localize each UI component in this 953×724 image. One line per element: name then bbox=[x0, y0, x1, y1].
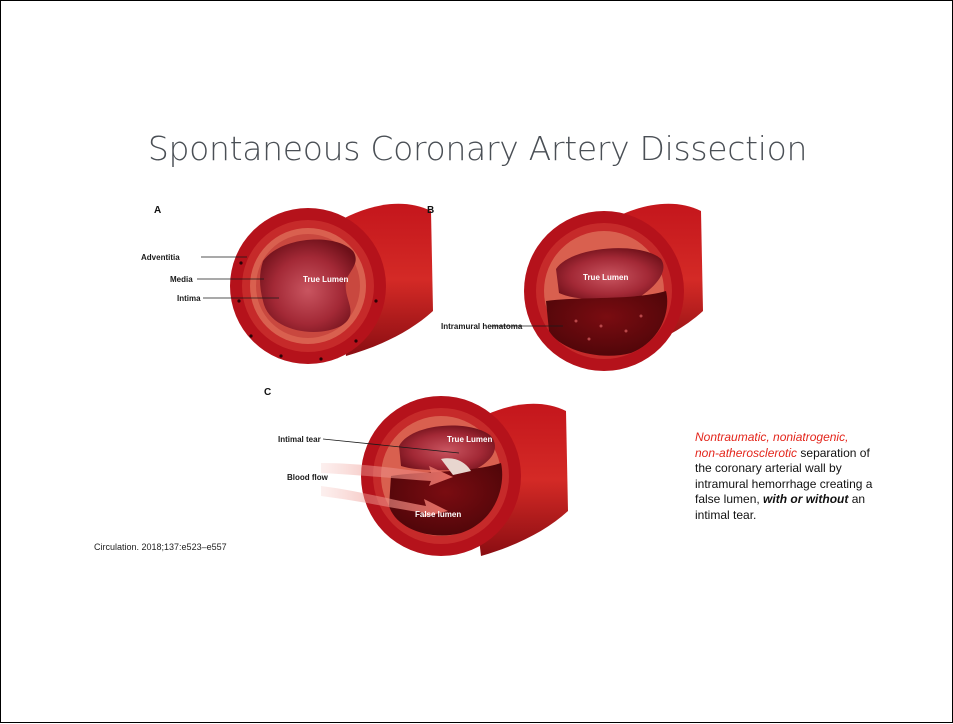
description-text: Nontraumatic, noniatrogenic, non-atheros… bbox=[695, 430, 873, 523]
label-intramural-hematoma: Intramural hematoma bbox=[441, 322, 522, 331]
description-emphasis: with or without bbox=[763, 492, 848, 506]
panel-b-letter: B bbox=[427, 205, 434, 216]
label-intima: Intima bbox=[177, 294, 201, 303]
label-adventitia: Adventitia bbox=[141, 253, 180, 262]
label-intimal-tear: Intimal tear bbox=[278, 435, 321, 444]
citation: Circulation. 2018;137:e523–e557 bbox=[94, 542, 227, 552]
panel-b-true-lumen: True Lumen bbox=[583, 273, 628, 282]
panel-b-artery bbox=[524, 204, 703, 371]
panel-c-false-lumen: False lumen bbox=[415, 510, 461, 519]
panel-c-true-lumen: True Lumen bbox=[447, 435, 492, 444]
label-blood-flow: Blood flow bbox=[287, 473, 328, 482]
panel-a-letter: A bbox=[154, 205, 161, 216]
label-media: Media bbox=[170, 275, 193, 284]
panel-a-true-lumen: True Lumen bbox=[303, 275, 348, 284]
panel-c-letter: C bbox=[264, 387, 271, 398]
